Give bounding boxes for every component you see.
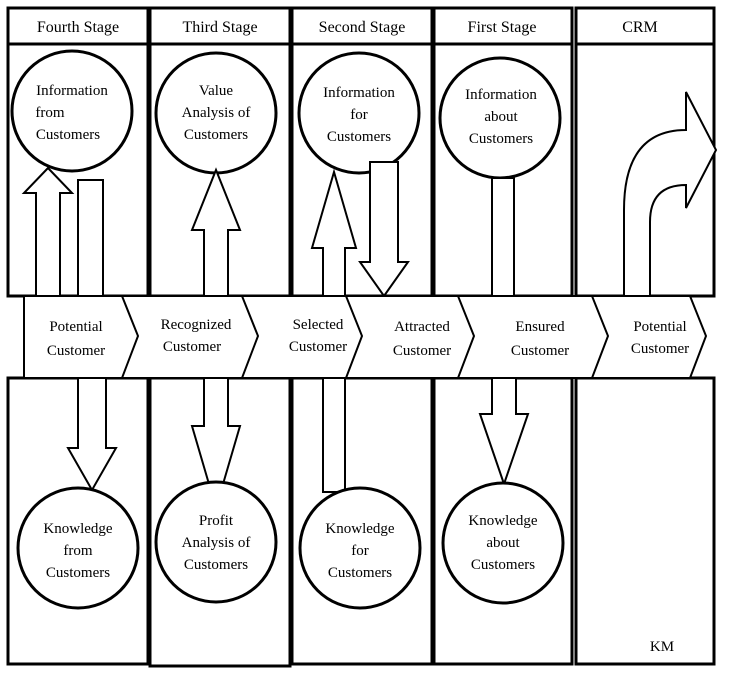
chevron-label: Selected [293, 317, 344, 333]
circle-line: for [350, 107, 368, 123]
circle-line: Knowledge [43, 521, 112, 537]
chevron-potential-customer-end [590, 295, 708, 379]
circle-line: for [351, 543, 369, 559]
header-fourth-stage: Fourth Stage [37, 19, 119, 36]
circle-line: from [35, 105, 64, 121]
chevron-label: Customer [393, 343, 451, 359]
km-label: KM [650, 639, 674, 655]
circle-line: Value [199, 83, 233, 99]
chevron-label: Recognized [161, 317, 232, 333]
chevron-label: Customer [289, 339, 347, 355]
down-arrow-second-stage [358, 161, 410, 298]
chevron-label: Potential [49, 319, 102, 335]
chevron-label: Customer [163, 339, 221, 355]
chevron-attracted-customer [344, 295, 480, 379]
circle-knowledge-from-customers [16, 486, 140, 610]
circle-line: about [486, 535, 520, 551]
header-cell-first-stage [432, 6, 574, 46]
circle-line: Profit [199, 513, 234, 529]
chevron-recognized-customer [120, 295, 264, 379]
header-first-stage: First Stage [468, 19, 537, 36]
chevron-label: Ensured [515, 319, 565, 335]
circle-profit-analysis-of-customers [154, 480, 278, 604]
chevron-ensured-customer [456, 295, 614, 379]
circle-line: Information [323, 85, 395, 101]
circle-information-from-customers [10, 49, 134, 173]
chevron-label: Attracted [394, 319, 450, 335]
connector-bar-fourth-stage [77, 179, 104, 297]
bottom-box-crm [574, 376, 716, 666]
circle-line: Customers [184, 127, 248, 143]
chevron-label: Customer [511, 343, 569, 359]
chevron-potential-customer-start [23, 295, 142, 379]
circle-knowledge-about-customers [441, 481, 565, 605]
crm-curved-arrow [623, 91, 718, 297]
circle-line: Customers [469, 131, 533, 147]
circle-line: Customers [328, 565, 392, 581]
up-arrow-fourth-stage [21, 166, 75, 297]
circle-line: Customers [46, 565, 110, 581]
down-arrow-fourth-stage [66, 377, 118, 493]
circle-line: Customers [471, 557, 535, 573]
circle-line: Analysis of [182, 105, 251, 121]
circle-line: about [484, 109, 518, 125]
circle-line: Customers [184, 557, 248, 573]
connector-bar-first-stage [491, 177, 515, 297]
chevron-label: Customer [631, 341, 689, 357]
chevron-label: Potential [633, 319, 686, 335]
circle-line: Customers [36, 127, 100, 143]
down-arrow-first-stage [478, 377, 530, 488]
circle-information-for-customers [297, 51, 421, 175]
chevron-selected-customer [240, 295, 366, 379]
header-crm: CRM [622, 19, 658, 36]
circle-line: Knowledge [468, 513, 537, 529]
header-third-stage: Third Stage [182, 19, 257, 36]
circle-line: Analysis of [182, 535, 251, 551]
circle-line: Information [36, 83, 108, 99]
circle-line: Knowledge [325, 521, 394, 537]
circle-knowledge-for-customers [298, 486, 422, 610]
up-arrow-third-stage [190, 167, 242, 297]
circle-line: Customers [327, 129, 391, 145]
circle-line: from [63, 543, 92, 559]
chevron-label: Customer [47, 343, 105, 359]
circle-line: Information [465, 87, 537, 103]
header-second-stage: Second Stage [319, 19, 406, 36]
down-arrow-third-stage [190, 377, 242, 512]
